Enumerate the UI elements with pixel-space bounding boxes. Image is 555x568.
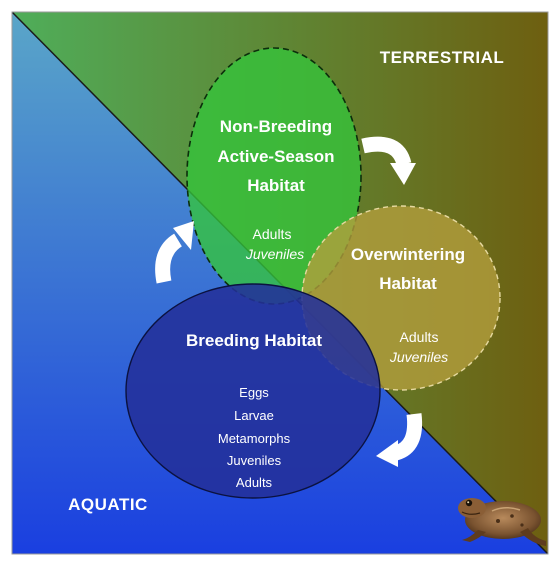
breeding-stage-larvae: Larvae	[234, 408, 274, 423]
breeding-stage-metamorphs: Metamorphs	[218, 431, 291, 446]
nonbreeding-stage-adults: Adults	[253, 226, 292, 242]
nonbreeding-title-line-1: Non-Breeding	[220, 117, 332, 136]
breeding-title: Breeding Habitat	[186, 331, 322, 350]
overwintering-stage-juveniles: Juveniles	[389, 349, 448, 365]
aquatic-label: AQUATIC	[68, 495, 148, 514]
overwintering-title-line-1: Overwintering	[351, 245, 465, 264]
overwintering-stage-adults: Adults	[400, 329, 439, 345]
breeding-stage-eggs: Eggs	[239, 385, 269, 400]
breeding-stage-adults: Adults	[236, 475, 273, 490]
terrestrial-label: TERRESTRIAL	[380, 48, 505, 67]
breeding-stage-juveniles: Juveniles	[227, 453, 282, 468]
nonbreeding-title-line-2: Active-Season	[217, 147, 334, 166]
nonbreeding-stage-juveniles: Juveniles	[245, 246, 304, 262]
overwintering-title-line-2: Habitat	[379, 274, 437, 293]
nonbreeding-title-line-3: Habitat	[247, 176, 305, 195]
